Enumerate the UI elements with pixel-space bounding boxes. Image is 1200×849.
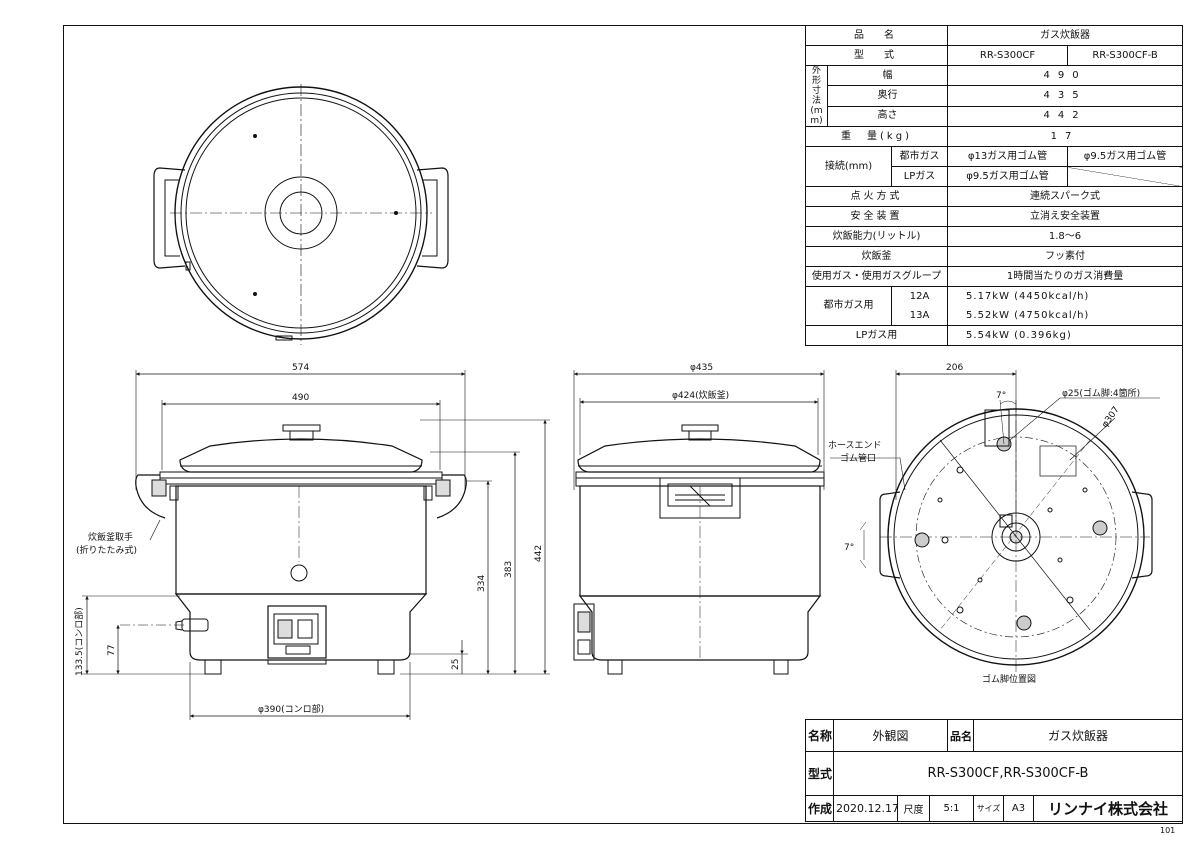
- hose-note-2: ゴム管口: [840, 452, 876, 464]
- group-13a: 13A: [890, 306, 949, 326]
- safety-label: 安全装置: [804, 206, 949, 227]
- model-a: RR-S300CF: [947, 45, 1069, 66]
- front-view: [82, 370, 550, 720]
- title-company: リンナイ株式会社: [1033, 795, 1183, 822]
- safety-value: 立消え安全装置: [947, 206, 1184, 227]
- ignition-value: 連続スパーク式: [947, 186, 1184, 207]
- lp-gas-a: φ9.5ガス用ゴム管: [947, 166, 1069, 187]
- dim-383: 383: [504, 561, 514, 578]
- spec-table: 品 名 ガス炊飯器 型 式 RR-S300CF RR-S300CF-B 外形寸法…: [804, 25, 1184, 346]
- pot-label: 炊飯釜: [804, 246, 949, 267]
- lp-gas-b-empty: [1067, 166, 1184, 187]
- title-product-label: 品名: [947, 719, 974, 752]
- title-model-label: 型式: [805, 751, 834, 796]
- height-label: 高さ: [826, 105, 949, 128]
- city-gas-b: φ9.5ガス用ゴム管: [1067, 146, 1184, 167]
- title-model-value: RR-S300CF,RR-S300CF-B: [833, 751, 1183, 796]
- depth-value: 435: [947, 85, 1184, 107]
- title-size-value: A3: [1003, 795, 1034, 822]
- depth-label: 奥行: [826, 85, 949, 107]
- page-number: 101: [1160, 826, 1176, 835]
- angle-7-left: 7°: [844, 543, 854, 553]
- consumption-lp: 5.54kW (0.396kg): [947, 325, 1184, 346]
- title-size-label: サイズ: [973, 795, 1004, 822]
- dim-574: 574: [292, 363, 309, 373]
- height-value: 442: [947, 105, 1184, 128]
- model-label: 型 式: [804, 45, 949, 66]
- bottom-view: [830, 370, 1160, 675]
- circle-307: φ307: [1100, 405, 1121, 430]
- lp-gas-label: LPガス: [890, 166, 949, 187]
- capacity-value: 1.8〜6: [947, 226, 1184, 247]
- width-label: 幅: [826, 64, 949, 87]
- title-created-label: 作成: [805, 795, 834, 822]
- city-gas-a: φ13ガス用ゴム管: [947, 146, 1069, 167]
- dim-424: φ424(炊飯釜): [672, 389, 729, 401]
- title-product-value: ガス炊飯器: [973, 719, 1183, 752]
- consumption-13a: 5.52kW (4750kcal/h): [947, 306, 1184, 326]
- foot-note: φ25(ゴム脚:4箇所): [1062, 387, 1140, 399]
- hose-note-1: ホースエンド: [828, 440, 882, 451]
- title-scale-label: 尺度: [897, 795, 930, 822]
- dims-group-label: 外形寸法(mm): [805, 65, 828, 127]
- drawing-frame: [63, 25, 1183, 824]
- capacity-label: 炊飯能力(リットル): [804, 226, 949, 247]
- title-name-value: 外観図: [833, 719, 948, 752]
- top-view: [153, 84, 449, 345]
- product-name-label: 品 名: [804, 25, 949, 46]
- model-b: RR-S300CF-B: [1067, 45, 1184, 66]
- dim-390: φ390(コンロ部): [258, 703, 324, 715]
- ignition-label: 点火方式: [804, 186, 949, 207]
- lp-gas-use-label: LPガス用: [804, 325, 949, 346]
- side-view: [573, 370, 825, 675]
- angle-7-top: 7°: [996, 391, 1006, 401]
- dim-490: 490: [292, 393, 309, 403]
- connection-label: 接続(mm): [805, 146, 892, 187]
- consumption-12a: 5.17kW (4450kcal/h): [947, 286, 1184, 306]
- title-date: 2020.12.17: [833, 795, 898, 822]
- city-gas-use-label: 都市ガス用: [805, 286, 892, 326]
- dim-25: 25: [451, 659, 461, 670]
- foot-position-label: ゴム脚位置図: [982, 673, 1036, 685]
- title-name-label: 名称: [805, 719, 834, 752]
- dim-334: 334: [477, 575, 487, 592]
- dim-442: 442: [534, 545, 544, 562]
- gas-group-label: 使用ガス・使用ガスグループ: [804, 266, 949, 287]
- city-gas-label: 都市ガス: [890, 146, 949, 167]
- dim-206: 206: [946, 363, 963, 373]
- consumption-label: 1時間当たりのガス消費量: [947, 266, 1184, 287]
- width-value: 490: [947, 64, 1184, 87]
- title-scale-value: 5:1: [929, 795, 974, 822]
- title-block: 名称 外観図 品名 ガス炊飯器 型式 RR-S300CF,RR-S300CF-B…: [805, 719, 1183, 822]
- pot-value: フッ素付: [947, 246, 1184, 267]
- product-name-value: ガス炊飯器: [947, 25, 1184, 46]
- dim-435: φ435: [690, 363, 713, 373]
- group-12a: 12A: [890, 286, 949, 306]
- weight-value: 17: [947, 126, 1184, 147]
- weight-label: 重 量(kg): [804, 126, 949, 147]
- handle-note-2: (折りたたみ式): [76, 544, 137, 556]
- dim-133-5: 133.5(コンロ部): [73, 607, 85, 676]
- dim-77: 77: [107, 645, 117, 656]
- handle-note-1: 炊飯釜取手: [88, 531, 133, 543]
